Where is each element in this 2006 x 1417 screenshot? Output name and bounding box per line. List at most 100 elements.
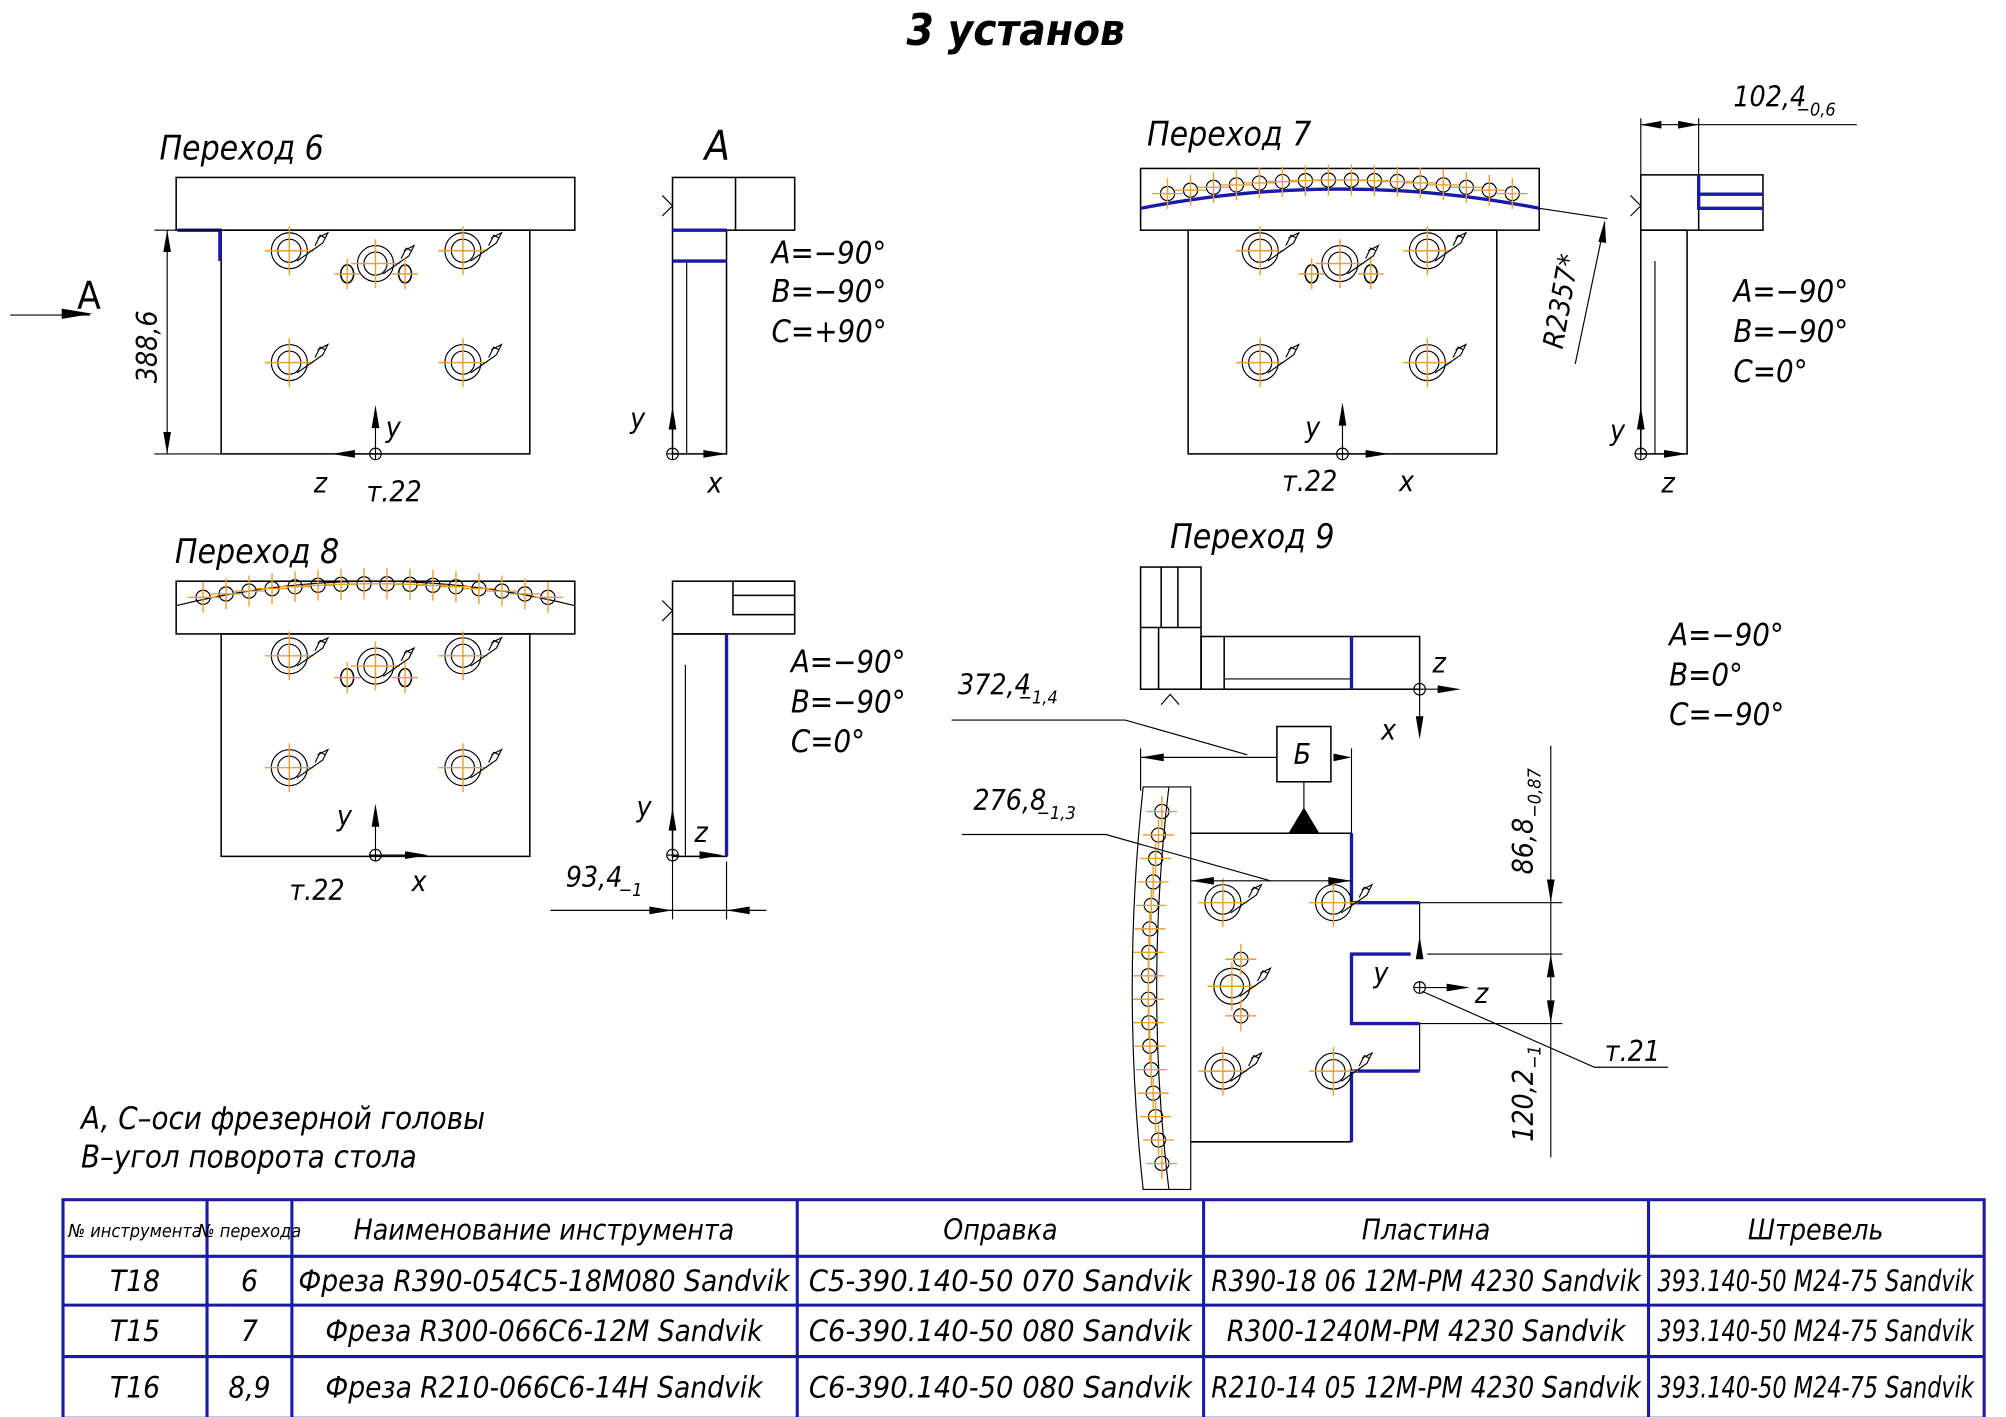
table-row: T18 6 Фреза R390-054C5-18M080 Sandvik C5… [110, 1264, 1975, 1298]
dimension-86-8: 86,8−0,87 [1507, 767, 1546, 874]
fixture-hole [1137, 865, 1170, 899]
table-header-pull-stud: Штревель [1748, 1214, 1884, 1247]
point-label: т.22 [1282, 465, 1337, 498]
note-axes: A, C–оси фрезерной головы [79, 1101, 485, 1137]
transition-8-group: Переход 8 y x т.22 y z [175, 532, 906, 920]
cell-transition-no: 6 [241, 1264, 258, 1298]
angle-b: B=0° [1669, 657, 1743, 693]
axis-x-label: x [1398, 465, 1415, 498]
angle-c: C=+90° [772, 314, 887, 350]
table-header-tool-no: № инструмента [67, 1221, 201, 1242]
fixture-hole [485, 574, 519, 608]
side-axis-y-label: y [636, 791, 653, 824]
fixture-hole [1145, 1147, 1179, 1180]
fixture-hole [531, 581, 565, 614]
side-axis-y-label: y [1609, 414, 1626, 447]
fixture-hole [1137, 1076, 1170, 1110]
dimension-value: 120,2 [1507, 1069, 1540, 1142]
sheet-title: 3 установ [907, 5, 1125, 56]
dimension-tolerance: −1 [1525, 1045, 1546, 1069]
view-arrow-icon [61, 308, 93, 319]
fixture-hole [1133, 1030, 1166, 1063]
fixture-hole [209, 577, 243, 611]
fixture-hole-row [186, 567, 565, 614]
side-axis-z-label: z [1660, 466, 1675, 499]
cell-tool-no: T15 [110, 1314, 160, 1348]
angle-a: A=−90° [789, 644, 906, 680]
side-axis-z-label: z [693, 816, 708, 849]
fixture-hole [186, 581, 220, 614]
fixture-hole [1132, 1006, 1165, 1039]
view-a-label: A [703, 121, 730, 169]
fixture-hole [1133, 912, 1166, 945]
table-header-arbor: Оправка [943, 1214, 1057, 1247]
fixture-hole [1135, 889, 1168, 922]
view-marker-label: A [77, 274, 101, 319]
machined-contour [1349, 952, 1420, 1026]
dimension-tolerance: −0,6 [1796, 100, 1835, 121]
point-label: т.22 [366, 475, 421, 508]
transition-9-group: Переход 9 z x Б 372,4 −1,4 [951, 517, 1784, 1190]
cell-transition-no: 8,9 [228, 1371, 270, 1405]
table-row: T15 7 Фреза R300-066C6-12M Sandvik C6-39… [110, 1314, 1975, 1348]
dimension-value: 102,4 [1733, 81, 1806, 114]
axis-y-label: y [336, 800, 353, 833]
cell-tool-no: T16 [110, 1371, 160, 1405]
fixture-hole-row [1151, 163, 1529, 210]
cell-arbor: C5-390.140-50 070 Sandvik [809, 1264, 1194, 1298]
dimension-120-2: 120,2−1 [1507, 1045, 1546, 1142]
cell-insert: R210-14 05 12M-PM 4230 Sandvik [1211, 1371, 1642, 1405]
radial-hole-row [1132, 795, 1179, 1180]
axis-z-label: z [1474, 977, 1489, 1010]
transition-7-group: Переход 7 R2357* y x т.22 [1139, 81, 1857, 499]
fixture-hole [462, 572, 496, 605]
fixture-hole [278, 570, 312, 603]
axis-y-label: y [1304, 411, 1321, 444]
fixture-hole [255, 572, 289, 605]
fixture-hole [232, 574, 266, 608]
angle-c: C=−90° [1669, 697, 1784, 733]
table-header-tool-name: Наименование инструмента [354, 1214, 735, 1247]
transition-6-label: Переход 6 [159, 128, 323, 167]
side-axis-y-label: y [629, 402, 646, 435]
dimension-tolerance: −1,3 [1036, 803, 1075, 824]
point-label: т.22 [289, 874, 344, 907]
dimension-value: 372,4 [958, 668, 1031, 701]
fixture-hole [508, 577, 542, 611]
machined-contour [1696, 176, 1763, 196]
fixture-hole [301, 569, 335, 602]
fixture-hole [1139, 842, 1172, 875]
dimension-388-6: 388,6 [131, 310, 164, 383]
dimension-value: 86,8 [1507, 818, 1540, 875]
transition-7-label: Переход 7 [1147, 114, 1311, 153]
axis-z-label: z [313, 466, 328, 499]
fixture-hole [1145, 795, 1179, 828]
cell-transition-no: 7 [241, 1314, 258, 1348]
angle-c: C=0° [791, 724, 865, 760]
datum-triangle-icon [1288, 807, 1320, 834]
cell-arbor: C6-390.140-50 080 Sandvik [809, 1314, 1194, 1348]
angle-b: B=−90° [1733, 314, 1848, 350]
fixture-hole [1142, 1123, 1175, 1157]
point-label: т.21 [1605, 1035, 1660, 1068]
cell-tool-name: Фреза R210-066C6-14H Sandvik [325, 1371, 764, 1405]
fixture-hole [1135, 1053, 1168, 1086]
z-axis-arrow-icon [331, 450, 355, 458]
axis-y-label: y [1372, 956, 1389, 989]
side-axis-x-label: x [706, 466, 723, 499]
fixture-hole [439, 570, 473, 603]
cell-tool-name: Фреза R390-054C5-18M080 Sandvik [298, 1264, 791, 1298]
machined-contour [1349, 1069, 1420, 1142]
axis-y-label: y [385, 411, 402, 444]
angle-c: C=0° [1733, 354, 1807, 390]
cell-pull-stud: 393.140-50 M24-75 Sandvik [1658, 1314, 1976, 1348]
machined-arc-contour [1140, 187, 1540, 210]
fixture-hole [416, 569, 450, 602]
transition-6-group: Переход 6 388,6 A y z т.22 A [10, 121, 887, 508]
angle-a: A=−90° [1731, 274, 1848, 310]
cell-pull-stud: 393.140-50 M24-75 Sandvik [1658, 1264, 1976, 1298]
y-axis-arrow-icon [371, 405, 380, 429]
radius-label: R2357* [1537, 252, 1586, 351]
angle-b: B=−90° [772, 274, 887, 310]
